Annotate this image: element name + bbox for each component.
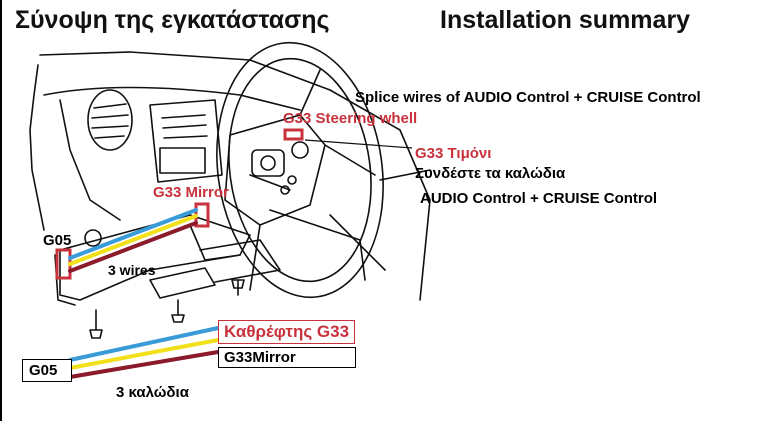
label-three-kalodia: 3 καλώδια: [116, 384, 189, 401]
title-greek: Σύνοψη της εγκατάστασης: [15, 6, 330, 34]
lower-console: [149, 209, 386, 299]
title-english: Installation summary: [440, 6, 691, 34]
label-kathreftis-g33: Καθρέφτης G33: [218, 320, 356, 344]
label-g33-timoni: G33 Τιμόνι: [415, 145, 492, 162]
screw-3: [231, 279, 245, 296]
windshield-line: [39, 51, 331, 91]
air-vent-left: [87, 89, 133, 151]
label-g33mirror-box: G33Mirror: [218, 347, 356, 368]
screw-2: [171, 299, 185, 323]
steering-wheel-rim: [216, 41, 384, 299]
left-border-line: [0, 0, 2, 421]
label-g05-top: G05: [43, 232, 72, 249]
label-g33-mirror: G33 Mirror: [153, 184, 229, 201]
splice-instruction-gr-line2: AUDIO Control + CRUISE Control: [420, 190, 658, 207]
label-g05-bottom: G05: [22, 359, 72, 382]
splice-instruction-en: Splice wires of AUDIO Control + CRUISE C…: [355, 89, 701, 106]
screw-1: [89, 309, 103, 339]
center-console: [149, 99, 223, 183]
steering-hub: [224, 114, 326, 226]
label-three-wires: 3 wires: [108, 262, 156, 278]
pointer-line: [304, 139, 413, 149]
splice-instruction-gr-line1: Συνδέστε τα καλώδια: [415, 165, 566, 182]
g33-steering-connector-marker: [283, 128, 304, 141]
upper-wire-harness: [68, 208, 198, 273]
lower-wire-harness: [68, 326, 220, 379]
dash-top-edge: [43, 86, 301, 111]
label-g33-steering-wheel: G33 Steering whell: [283, 110, 418, 127]
